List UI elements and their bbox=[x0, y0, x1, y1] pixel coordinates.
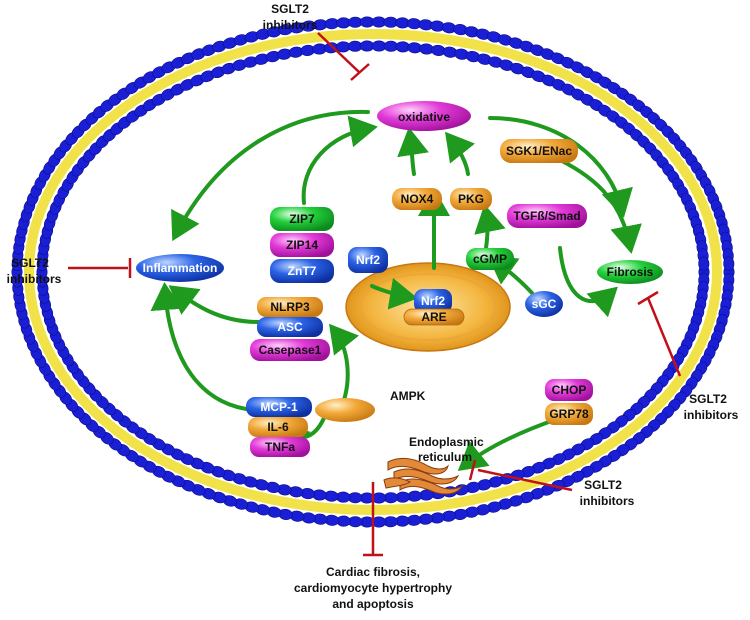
outcome-line2: cardiomyocyte hypertrophy bbox=[294, 581, 452, 595]
arrow-cytokines-to-inflammation bbox=[150, 282, 256, 412]
arrow-oxidative-to-inflammation bbox=[171, 109, 370, 242]
node-label-grp78: GRP78 bbox=[549, 407, 589, 421]
arrow-nrf2-translocation bbox=[370, 277, 418, 310]
outcome-line1: Cardiac fibrosis, bbox=[326, 565, 420, 579]
inhibition-lines bbox=[68, 32, 682, 557]
inhibitor-label-top-line2: inhibitors bbox=[263, 18, 318, 32]
node-nlrp3: NLRP3 bbox=[257, 297, 323, 317]
inhibit-fibrosis-line bbox=[646, 297, 682, 377]
membrane-head bbox=[698, 256, 710, 272]
node-label-inflammation: Inflammation bbox=[143, 261, 218, 275]
node-label-nrf2-cytoplasm: Nrf2 bbox=[356, 253, 380, 267]
node-label-nox4: NOX4 bbox=[401, 192, 434, 206]
node-pkg: PKG bbox=[450, 188, 492, 210]
node-tgfb-smad: TGFß/Smad bbox=[507, 204, 587, 228]
node-grp78: GRP78 bbox=[545, 403, 593, 425]
inhibitor-label-right-line2: inhibitors bbox=[684, 408, 739, 422]
node-mcp1: MCP-1 bbox=[246, 397, 312, 417]
node-nrf2-nucleus: Nrf2 bbox=[414, 289, 452, 313]
node-label-zip7: ZIP7 bbox=[289, 212, 315, 226]
membrane-inner-heads bbox=[36, 40, 710, 504]
node-label-tgfb-smad: TGFß/Smad bbox=[513, 209, 580, 223]
node-label-chop: CHOP bbox=[552, 383, 587, 397]
endoplasmic-reticulum bbox=[383, 458, 464, 495]
node-label-mcp1: MCP-1 bbox=[260, 400, 298, 414]
node-tnfa: TNFa bbox=[250, 437, 310, 457]
node-nrf2-cytoplasm: Nrf2 bbox=[348, 247, 388, 273]
inhibitor-label-left-line2: inhibitors bbox=[7, 272, 62, 286]
node-zip14: ZIP14 bbox=[270, 233, 334, 257]
outcome-label: Cardiac fibrosis, cardiomyocyte hypertro… bbox=[294, 565, 452, 611]
arrow-nox4-to-oxidative bbox=[397, 127, 429, 176]
node-label-asc: ASC bbox=[277, 320, 303, 334]
arrow-cgmp-to-pkg bbox=[474, 204, 506, 250]
node-sgk1-enac: SGK1/ENac bbox=[500, 139, 578, 163]
inhibitor-label-left-line1: SGLT2 bbox=[11, 256, 49, 270]
inhibitor-label-bottom-line1: SGLT2 bbox=[584, 478, 622, 492]
arrow-pkg-to-oxidative bbox=[445, 131, 475, 176]
inhibitor-label-right-line1: SGLT2 bbox=[689, 392, 727, 406]
activation-arrows bbox=[150, 109, 642, 472]
inhibitor-label-bottom-line2: inhibitors bbox=[580, 494, 635, 508]
node-label-zip14: ZIP14 bbox=[286, 238, 318, 252]
er-label: Endoplasmic reticulum bbox=[409, 435, 484, 464]
node-il6: IL-6 bbox=[248, 417, 308, 437]
nodes: oxidative Inflammation Fibrosis SGK1/ENa… bbox=[136, 101, 663, 457]
node-label-casepase1: Casepase1 bbox=[259, 343, 322, 357]
inhibit-er-bar bbox=[468, 459, 477, 481]
node-label-il6: IL-6 bbox=[267, 420, 289, 434]
inhibit-oxidative-bar bbox=[350, 63, 370, 81]
node-are: ARE bbox=[403, 308, 465, 326]
er-label-line1: Endoplasmic bbox=[409, 435, 484, 449]
node-nox4: NOX4 bbox=[392, 188, 442, 210]
er-label-line2: reticulum bbox=[418, 450, 472, 464]
inhibitor-label-left: SGLT2 inhibitors bbox=[7, 256, 62, 286]
node-oxidative: oxidative bbox=[377, 101, 471, 131]
node-zip7: ZIP7 bbox=[270, 207, 334, 231]
inhibitor-label-top: SGLT2 inhibitors bbox=[263, 2, 318, 32]
node-label-cgmp: cGMP bbox=[473, 252, 507, 266]
arrow-zip-to-oxidative bbox=[301, 115, 378, 205]
node-fibrosis: Fibrosis bbox=[597, 260, 663, 284]
node-label-nlrp3: NLRP3 bbox=[270, 300, 310, 314]
node-label-ampk: AMPK bbox=[390, 389, 426, 403]
membrane-head bbox=[723, 256, 735, 271]
inhibit-fibrosis-bar bbox=[637, 290, 659, 306]
node-label-sgc: sGC bbox=[532, 297, 557, 311]
node-cgmp: cGMP bbox=[466, 248, 514, 270]
arrow-ampk-to-asc bbox=[329, 323, 359, 402]
node-label-sgk1-enac: SGK1/ENac bbox=[506, 144, 572, 158]
node-casepase1: Casepase1 bbox=[250, 339, 330, 361]
node-label-pkg: PKG bbox=[458, 192, 484, 206]
node-asc: ASC bbox=[257, 317, 323, 337]
arrow-oxidative-to-fibrosis bbox=[488, 116, 633, 218]
node-label-fibrosis: Fibrosis bbox=[607, 265, 654, 279]
inhibit-er-line bbox=[477, 468, 573, 492]
outcome-line3: and apoptosis bbox=[332, 597, 414, 611]
membrane-outer-heads bbox=[11, 16, 735, 528]
arrow-sgk1-to-fibrosis bbox=[558, 158, 642, 254]
node-label-oxidative: oxidative bbox=[398, 110, 450, 124]
node-chop: CHOP bbox=[545, 379, 593, 401]
node-sgc: sGC bbox=[525, 291, 563, 317]
node-label-nrf2-nucleus: Nrf2 bbox=[421, 294, 445, 308]
node-ampk: AMPK bbox=[315, 389, 426, 422]
node-label-znt7: ZnT7 bbox=[288, 264, 317, 278]
node-znt7: ZnT7 bbox=[270, 259, 334, 283]
node-inflammation: Inflammation bbox=[136, 254, 224, 282]
arrow-inflammasome-to-inflammation bbox=[168, 285, 260, 324]
node-label-tnfa: TNFa bbox=[265, 440, 295, 454]
node-label-are: ARE bbox=[421, 310, 446, 324]
inhibitor-label-right: SGLT2 inhibitors bbox=[684, 392, 739, 422]
arrow-tgfb-to-fibrosis bbox=[558, 246, 618, 318]
inhibitor-label-top-line1: SGLT2 bbox=[271, 2, 309, 16]
inhibit-oxidative-line bbox=[317, 32, 361, 74]
inhibitor-label-bottom: SGLT2 inhibitors bbox=[580, 478, 635, 508]
